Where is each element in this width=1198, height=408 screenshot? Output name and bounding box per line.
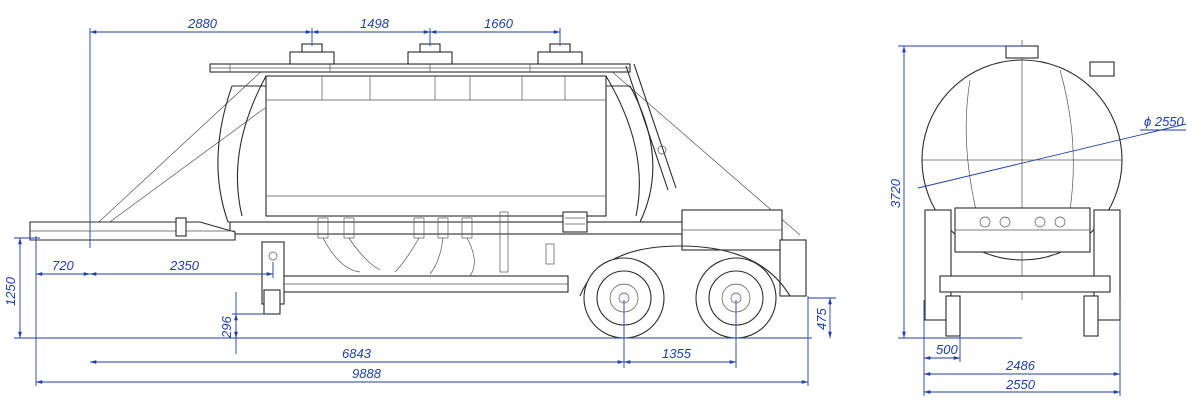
kingpin-gooseneck (29, 217, 236, 241)
hatch-1 (289, 43, 335, 65)
dim-2550: 2550 (1005, 377, 1036, 392)
dim-9888: 9888 (352, 366, 382, 381)
dim-296: 296 (219, 316, 234, 339)
dim-500: 500 (936, 342, 958, 357)
hatch-3 (537, 43, 583, 65)
rear-hatch (1005, 45, 1039, 59)
ladder (625, 63, 677, 191)
dim-1660: 1660 (484, 16, 514, 31)
dim-475: 475 (814, 308, 829, 330)
tank-body (217, 75, 654, 223)
frame-lines (87, 67, 801, 239)
hatch-2 (407, 43, 453, 65)
control-box (562, 211, 588, 233)
dim-720: 720 (52, 258, 74, 273)
dim-3720: 3720 (888, 178, 903, 208)
rear-view-dimensions: ϕ 2550 3720 500 2486 2550 (888, 45, 1187, 396)
wheel-rear (695, 257, 777, 339)
rear-platform (681, 209, 807, 297)
dim-2486: 2486 (1005, 358, 1036, 373)
dim-6843: 6843 (342, 346, 372, 361)
rear-view (921, 40, 1123, 337)
dim-1250: 1250 (3, 276, 18, 306)
dim-diameter: ϕ 2550 (1144, 114, 1185, 129)
dim-1498: 1498 (360, 16, 390, 31)
top-walkway (209, 63, 631, 73)
dim-1355: 1355 (662, 346, 692, 361)
valves-piping (317, 211, 555, 277)
side-view (29, 43, 807, 339)
side-view-dimensions: 2880 1498 1660 720 2350 1250 296 475 684… (3, 16, 836, 386)
dim-2350: 2350 (169, 258, 200, 273)
dim-2880: 2880 (187, 16, 218, 31)
